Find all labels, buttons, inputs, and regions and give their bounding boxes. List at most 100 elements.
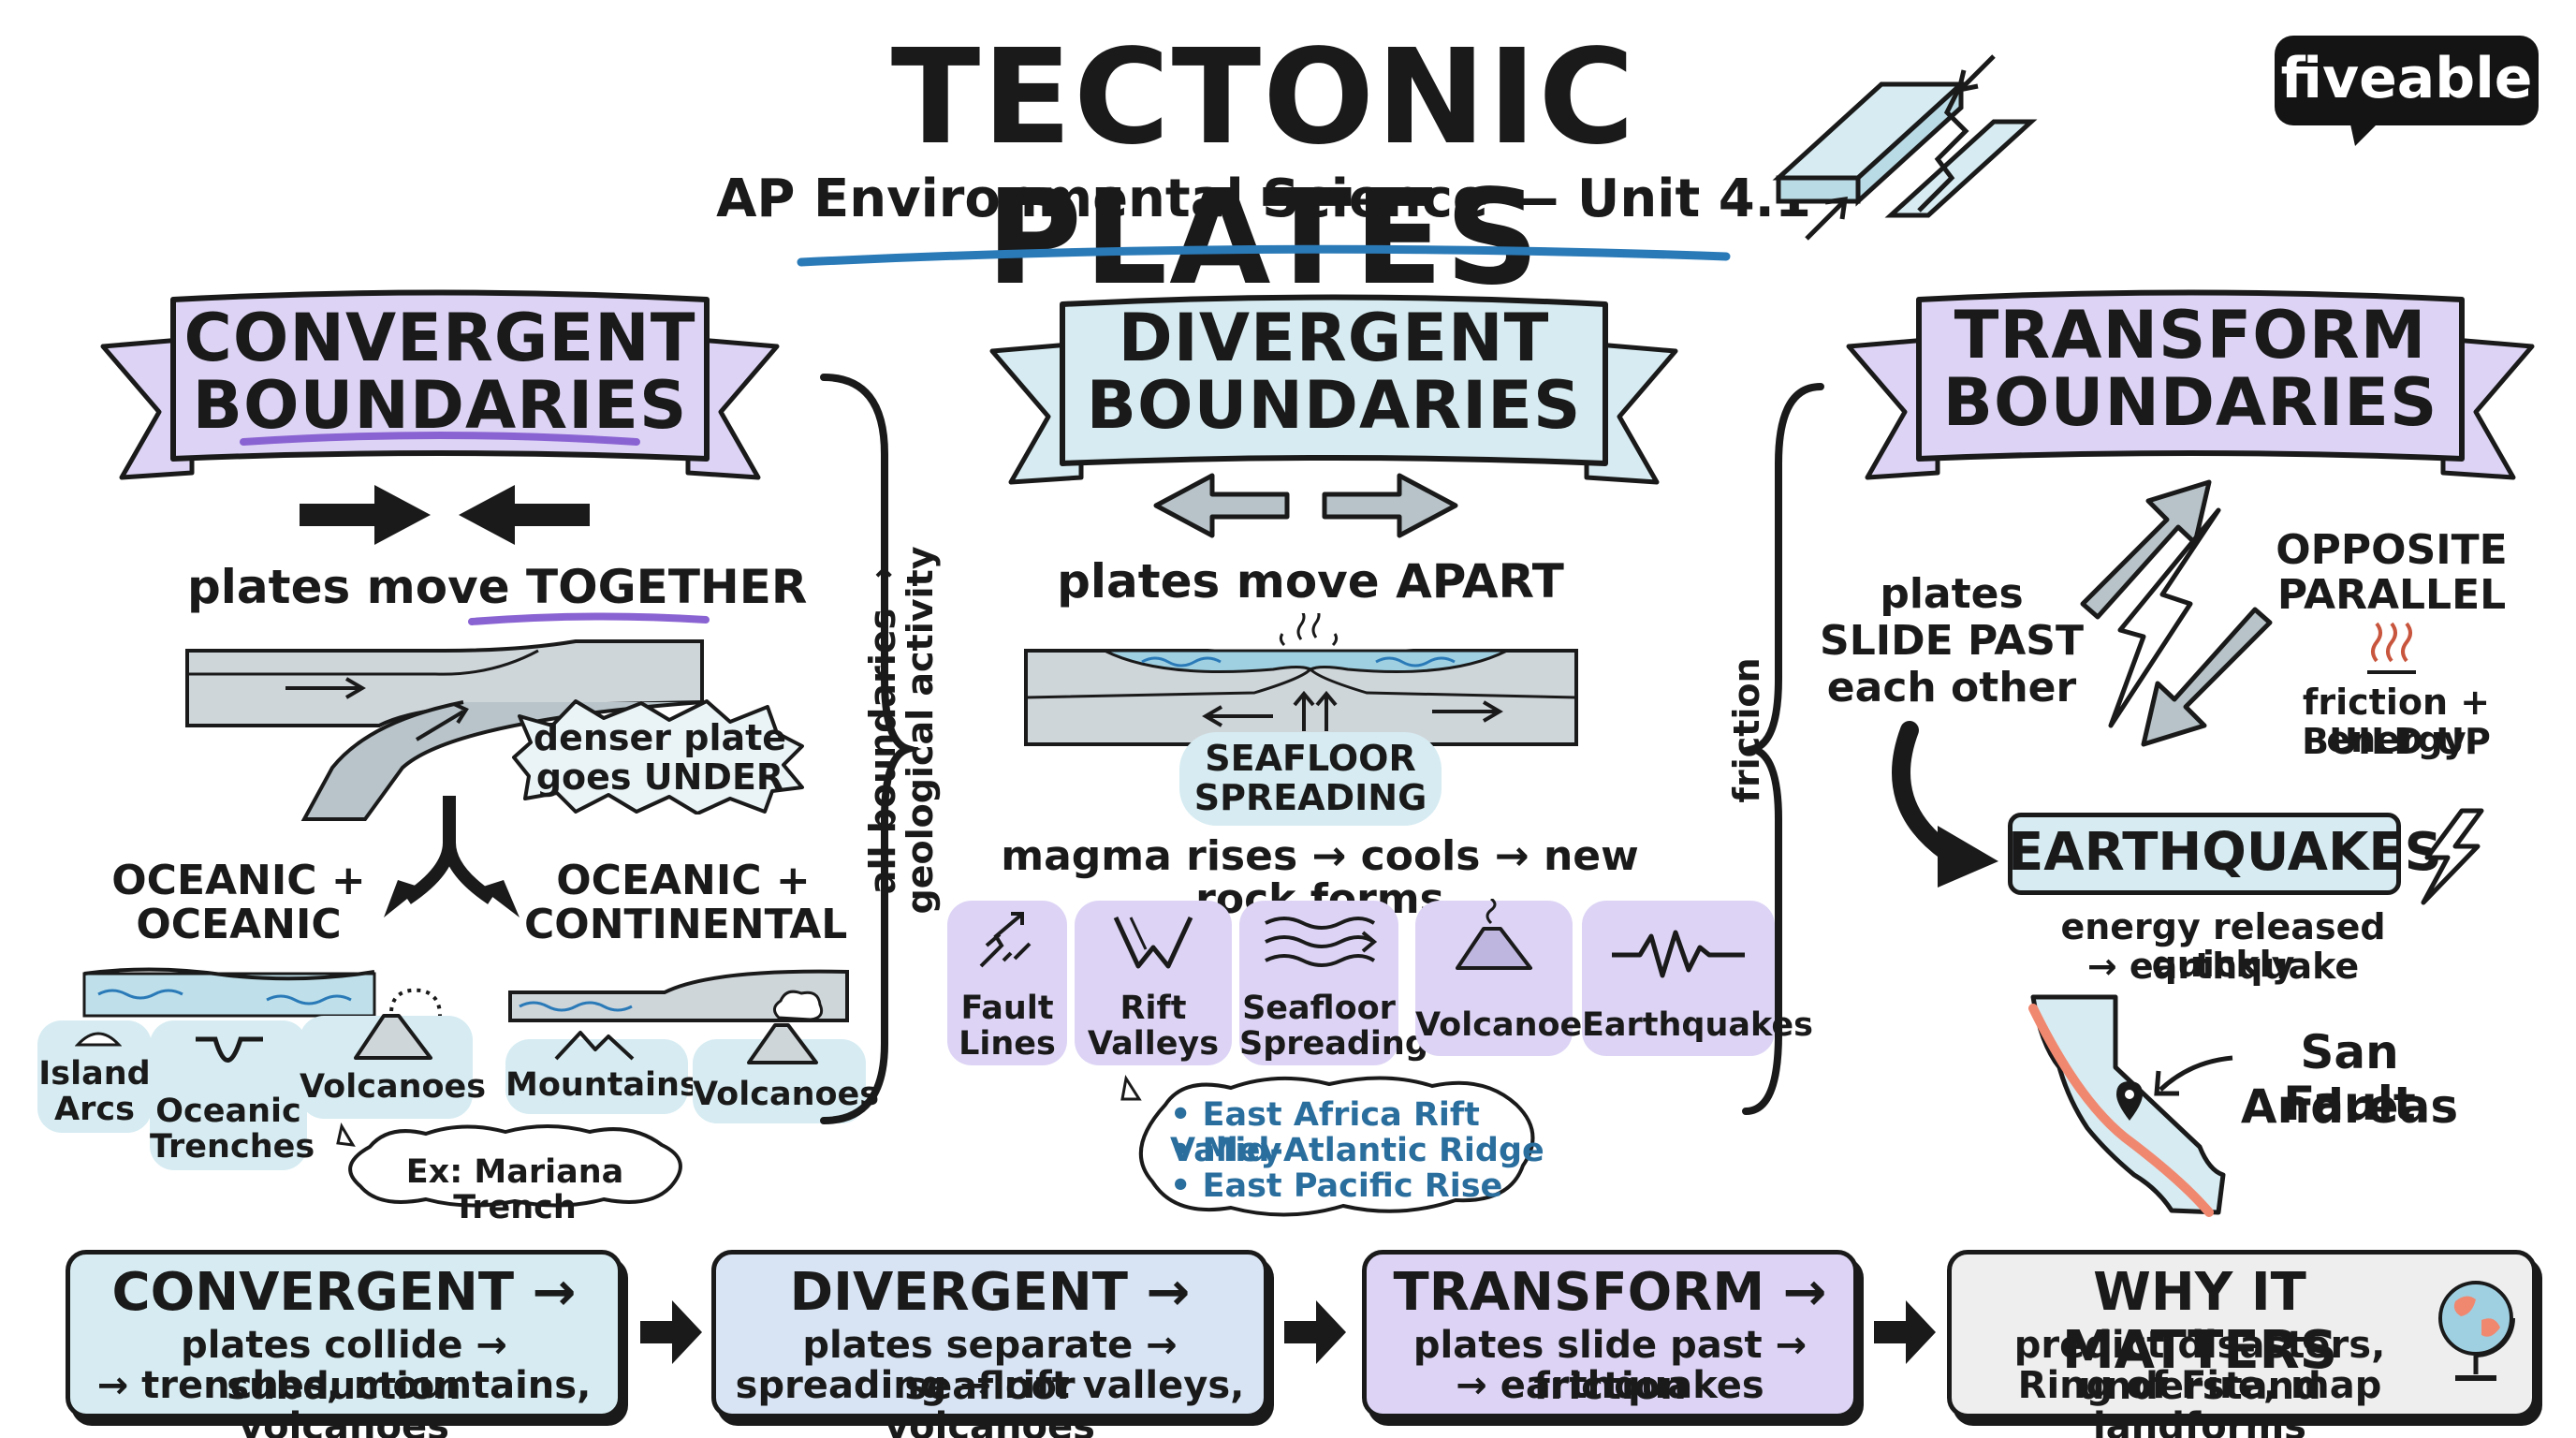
seafloor-spreading-badge xyxy=(1179,732,1442,826)
summary-convergent-line2: → trenches, mountains, volcanoes xyxy=(96,1364,592,1438)
opposite-line1: OPPOSITE xyxy=(2276,526,2508,574)
slide-line3: each other xyxy=(1826,664,2077,712)
summary-why-line2: Ring of Fire, map landforms xyxy=(2017,1364,2382,1438)
feature-label-volcanoes-3: Volcanoes xyxy=(1415,1006,1603,1044)
summary-convergent-line1: plates collide → subduction xyxy=(181,1324,507,1408)
mariana-cloud xyxy=(336,1123,682,1208)
right-brace xyxy=(1738,383,1824,1115)
cracked-plates-icon xyxy=(1772,54,2038,241)
seafloor-spreading-icon xyxy=(1265,917,1378,967)
convergent-motion-text: plates move TOGETHER xyxy=(187,560,807,614)
summary-arrow-2 xyxy=(1284,1300,1346,1364)
summary-arrow-1 xyxy=(640,1300,702,1364)
divergent-examples-cloud xyxy=(1120,1074,1535,1217)
summary-transform-head: TRANSFORM → xyxy=(1393,1262,1827,1323)
transform-banner-line2: BOUNDARIES xyxy=(1942,364,2438,441)
feature-label-trenches-2: Trenches xyxy=(150,1128,315,1166)
seismograph-icon xyxy=(1612,930,1745,978)
example-mid-atlantic: • Mid-Atlantic Ridge xyxy=(1170,1132,1544,1169)
spreading-line2: SPREADING xyxy=(1193,777,1427,818)
curved-arrow-icon xyxy=(1892,721,1998,888)
volcano-smoke-icon xyxy=(747,990,824,1064)
summary-divergent-head: DIVERGENT → xyxy=(789,1262,1191,1323)
summary-convergent-head: CONVERGENT → xyxy=(111,1262,577,1323)
earthquakes-badge xyxy=(2008,813,2401,895)
summary-divergent-line1: plates separate → seafloor xyxy=(802,1324,1178,1408)
transform-slide-arrows-icon xyxy=(2080,479,2273,747)
summary-why-head: WHY IT MATTERS xyxy=(2061,1262,2338,1381)
feature-label-volcanoes-1: Volcanoes xyxy=(300,1068,487,1106)
mariana-trench-example: Ex: Mariana Trench xyxy=(405,1153,624,1226)
example-east-pacific: • East Pacific Rise xyxy=(1170,1167,1503,1205)
divergent-volcano-icon xyxy=(1456,899,1532,970)
burst-line1: denser plate xyxy=(533,717,787,758)
oceanic-oceanic-line1: OCEANIC + xyxy=(111,857,366,904)
page-title: TECTONIC PLATES xyxy=(890,22,1637,315)
together-underline xyxy=(468,612,710,625)
island-arc-icon xyxy=(75,1032,122,1047)
denser-plate-burst xyxy=(512,699,804,814)
transform-banner-shape xyxy=(1846,289,2535,480)
convergent-motion-prefix: plates move xyxy=(187,560,527,614)
title-underline xyxy=(797,244,1731,267)
converging-arrows-icon xyxy=(300,485,590,545)
side-note-left: all boundaries → geological activity xyxy=(862,546,941,915)
feature-tile-rift-valleys xyxy=(1075,901,1232,1065)
magma-process-text: magma rises → cools → new rock forms xyxy=(1001,832,1639,923)
fiveable-logo: fiveable xyxy=(2275,36,2539,125)
summary-arrow-3 xyxy=(1874,1300,1936,1364)
burst-line2: goes UNDER xyxy=(535,756,784,798)
feature-label-island-arcs-2: Arcs xyxy=(54,1091,135,1128)
summary-transform-line2: → earthquakes xyxy=(1456,1364,1764,1407)
feature-label-fault-1: Fault xyxy=(960,990,1054,1027)
globe-icon xyxy=(2438,1281,2515,1381)
fault-line2: Fault xyxy=(2283,1077,2416,1131)
oceanic-oceanic-line2: OCEANIC xyxy=(136,901,342,948)
diverging-arrows-icon xyxy=(1153,473,1458,538)
convergent-banner-line1: CONVERGENT xyxy=(183,300,696,376)
released-line1: energy released quickly xyxy=(2060,906,2386,985)
trench-icon xyxy=(196,1036,263,1063)
divergent-banner-line2: BOUNDARIES xyxy=(1086,367,1582,444)
page-subtitle: AP Environmental Science — Unit 4.1 xyxy=(716,169,1811,229)
oceanic-continental-line2: CONTINENTAL xyxy=(524,901,848,948)
feature-label-mountains: Mountains xyxy=(505,1066,699,1104)
volcano-icon xyxy=(354,988,442,1060)
fault-lines-icon xyxy=(979,912,1032,968)
feature-tile-mountains xyxy=(505,1039,688,1114)
feature-label-rift-1: Rift xyxy=(1120,990,1187,1027)
opposite-line2: PARALLEL xyxy=(2276,571,2507,619)
summary-divergent-box xyxy=(711,1250,1268,1418)
side-note-right: friction xyxy=(1726,657,1767,803)
feature-label-island-arcs-1: Island xyxy=(38,1055,151,1093)
friction-line1: friction + energy xyxy=(2302,682,2491,760)
divergent-banner-shape xyxy=(989,294,1678,485)
divergent-motion-text: plates move APART xyxy=(1057,554,1564,609)
convergent-motion-emph: TOGETHER xyxy=(526,560,808,614)
logo-speech-tail xyxy=(2349,120,2381,146)
divergent-banner-line1: DIVERGENT xyxy=(1118,300,1550,376)
slide-line1: plates xyxy=(1880,570,2024,618)
rift-valley-icon xyxy=(1113,916,1193,969)
feature-tile-volcanoes-3 xyxy=(1415,901,1573,1056)
lightning-icon xyxy=(2421,808,2484,905)
fault-pointer-arrow xyxy=(2154,1055,2233,1096)
branch-arrows-icon xyxy=(384,796,520,917)
feature-label-trenches-1: Oceanic xyxy=(155,1093,301,1130)
feature-tile-earthquakes xyxy=(1582,901,1775,1056)
fault-line1: San Andreas xyxy=(2240,1025,2459,1134)
convergent-banner-shape xyxy=(100,289,780,480)
summary-divergent-line2: spreading → rift valleys, volcanoes xyxy=(735,1364,1245,1438)
spreading-line1: SEAFLOOR xyxy=(1205,738,1416,779)
rising-arrows-icon xyxy=(1293,690,1338,731)
earthquakes-title: EARTHQUAKES xyxy=(2008,822,2442,883)
california-map-icon xyxy=(2028,994,2226,1217)
summary-transform-line1: plates slide past → friction xyxy=(1412,1324,1808,1408)
mountain-icon xyxy=(554,1031,635,1061)
oceanic-continental-line1: OCEANIC + xyxy=(556,857,811,904)
slide-line2: SLIDE PAST xyxy=(1820,617,2084,665)
feature-label-volcanoes-2: Volcanoes xyxy=(693,1076,880,1113)
oceanic-continental-diagram xyxy=(508,969,849,1022)
feature-label-fault-2: Lines xyxy=(959,1025,1056,1063)
summary-why-box xyxy=(1947,1250,2537,1418)
